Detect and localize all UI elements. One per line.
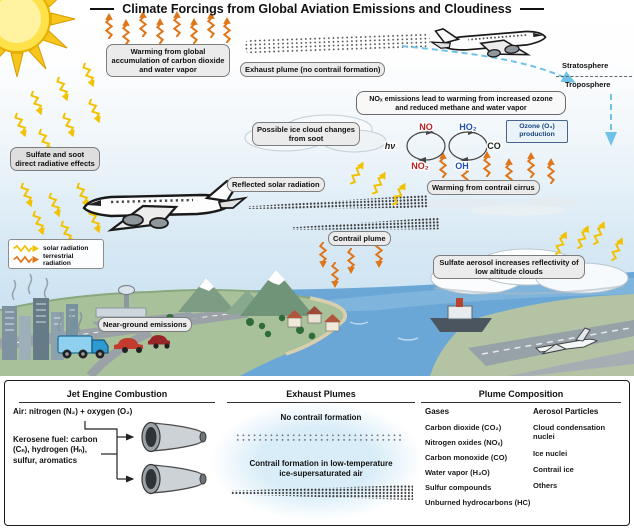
legend-solar-label: solar radiation (43, 245, 89, 252)
panel-header-jet-engine: Jet Engine Combustion (19, 389, 215, 403)
legend-terrestrial-row: terrestrial radiation (13, 252, 99, 267)
gas-item: Carbon dioxide (CO₂) (425, 423, 502, 432)
gas-item: Nitrogen oxides (NOₓ) (425, 438, 503, 447)
aerosol-item: Cloud condensation nuclei (533, 423, 606, 442)
terrestrial-radiation-icon (104, 13, 114, 39)
terrestrial-radiation-icon (546, 158, 556, 184)
legend: solar radiation terrestrial radiation (8, 239, 104, 269)
chem-no: NO (419, 122, 433, 132)
title-dash-right (519, 8, 544, 10)
chem-ho2: HO₂ (459, 122, 477, 132)
reflected-solar-icon (368, 169, 390, 197)
chem-co: CO (487, 141, 501, 151)
solar-radiation-icon (30, 209, 48, 237)
scene: Climate Forcings from Global Aviation Em… (0, 0, 634, 376)
plume-halo (211, 401, 423, 521)
sun-icon (0, 0, 76, 78)
engine-connector-lines (84, 421, 135, 483)
terrestrial-radiation-icon (155, 18, 165, 44)
chem-hv: hν (385, 141, 396, 151)
ground-scene (0, 270, 634, 376)
label-reflected-solar: Reflected solar radiation (227, 177, 325, 193)
tropopause-divider (556, 76, 632, 77)
legend-solar-row: solar radiation (13, 243, 99, 254)
label-sulfate-aerosol: Sulfate aerosol increases reflectivity o… (433, 255, 585, 280)
label-ozone-production: Ozone (O₃) production (506, 120, 568, 143)
terrestrial-radiation-icon (526, 152, 536, 178)
figure-title: Climate Forcings from Global Aviation Em… (122, 2, 512, 16)
label-sulfate-soot: Sulfate and soot direct radiative effect… (10, 147, 100, 172)
terrestrial-radiation-icon (121, 19, 131, 45)
cirrus-cloud (421, 198, 578, 216)
label-ice-cloud: Possible ice cloud changes from soot (252, 122, 360, 147)
truck-icon (57, 335, 109, 359)
terrestrial-radiation-icon (330, 262, 340, 288)
ship-icon (430, 274, 492, 332)
terrestrial-radiation-icon (346, 248, 356, 274)
label-exhaust-plume: Exhaust plume (no contrail formation) (240, 62, 386, 78)
terrestrial-radiation-legend-icon (13, 255, 39, 264)
contrail-text: Contrail formation in low-temperature ic… (249, 459, 393, 479)
aircraft-icon-large (80, 178, 252, 240)
label-nox-note: NOₓ emissions lead to warming from incre… (356, 91, 566, 115)
terrestrial-radiation-icon (318, 242, 328, 268)
explainer-panel: Jet Engine Combustion Exhaust Plumes Plu… (4, 380, 630, 526)
air-composition-text: Air: nitrogen (N₂) + oxygen (O₂) (13, 407, 133, 416)
gas-item: Carbon monoxide (CO) (425, 453, 508, 462)
panel-header-plume-composition: Plume Composition (421, 389, 621, 403)
car-icons (114, 335, 170, 353)
label-troposphere: Troposphere (565, 80, 611, 89)
solar-radiation-icon (46, 191, 64, 219)
gas-item: Sulfur compounds (425, 483, 492, 492)
chem-no2: NO₂ (411, 161, 429, 171)
label-warming-contrail-cirrus: Warming from contrail cirrus (427, 180, 540, 196)
aerosol-subheader: Aerosol Particles (533, 407, 599, 416)
solar-radiation-icon (12, 111, 30, 139)
solar-radiation-legend-icon (13, 244, 39, 253)
legend-terrestrial-label: terrestrial radiation (43, 252, 74, 267)
aerosol-item: Ice nuclei (533, 449, 568, 458)
label-warming-global: Warming from global accumulation of carb… (106, 44, 230, 78)
solar-radiation-icon (86, 97, 104, 125)
figure-title-row: Climate Forcings from Global Aviation Em… (0, 2, 634, 16)
gas-item: Water vapor (H₂O) (425, 468, 490, 477)
jet-engine-icon (139, 463, 211, 495)
downwelling-arrow-icon (605, 94, 617, 146)
label-stratosphere: Stratosphere (562, 61, 609, 70)
ozone-chemistry-cycle: hν NO NO₂ HO₂ OH CO (383, 121, 502, 173)
chem-oh: OH (455, 161, 469, 171)
solar-radiation-icon (60, 111, 78, 139)
parked-aircraft-icon (534, 327, 599, 355)
solar-radiation-icon (18, 181, 36, 209)
aerosol-item: Others (533, 481, 558, 490)
gas-item: Unburned hydrocarbons (HC) (425, 498, 531, 507)
no-contrail-text: No contrail formation (280, 413, 362, 422)
terrestrial-radiation-icon (222, 17, 232, 43)
kerosene-fuel-text: Kerosene fuel: carbon (Cₙ), hydrogen (Hₙ… (13, 435, 98, 465)
aerosol-item: Contrail ice (533, 465, 574, 474)
jet-engine-icon (139, 421, 211, 453)
title-dash-left (90, 8, 115, 10)
terrestrial-radiation-icon (189, 18, 199, 44)
reflected-solar-icon (346, 159, 368, 187)
gases-subheader: Gases (425, 407, 450, 416)
label-contrail-plume: Contrail plume (328, 231, 391, 247)
no-contrail-plume-dots (235, 433, 405, 443)
label-near-ground-emissions: Near-ground emissions (98, 317, 192, 333)
